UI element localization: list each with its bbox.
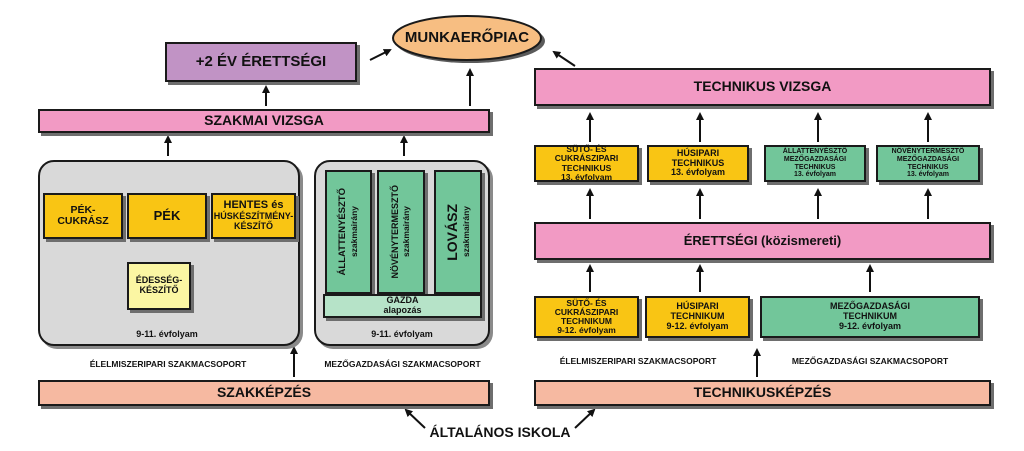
tech-top-allattenyeszto: ÁLLATTENYÉSZTŐ MEZŐGAZDASÁGI TECHNIKUS 1…: [764, 145, 866, 182]
tech-top-sutoipari-1: SÜTŐ- ÉS CUKRÁSZIPARI: [554, 144, 619, 164]
tech-bottom-mezogazdasagi-1: MEZŐGAZDASÁGI: [830, 301, 910, 312]
plus2-matura-box: +2 ÉV ÉRETTSÉGI: [165, 42, 357, 82]
tech-bottom-husipari-1: HÚSIPARI: [676, 301, 719, 312]
tech-top-novenytermeszto-3: TECHNIKUS: [907, 163, 949, 171]
tech-top-sutoipari: SÜTŐ- ÉS CUKRÁSZIPARI TECHNIKUS 13. évfo…: [534, 144, 639, 182]
tech-bottom-sutoipari-1: SÜTŐ- ÉS CUKRÁSZIPARI: [554, 297, 619, 317]
edesseg-box: ÉDESSÉG- KÉSZÍTŐ: [127, 262, 191, 310]
tech-bottom-husipari-2: TECHNIKUM: [670, 311, 725, 322]
novenytermeszto-box: NÖVÉNYTERMESZTŐ szakmairány: [377, 170, 425, 294]
tech-top-husipari: HÚSIPARI TECHNIKUS 13. évfolyam: [647, 145, 749, 182]
trade-exam-label: SZAKMAI VIZSGA: [204, 112, 324, 129]
tech-top-sutoipari-2: TECHNIKUS: [561, 162, 612, 173]
labor-market-ellipse-fill: [392, 15, 542, 61]
tech-bottom-husipari-3: 9-12. évfolyam: [666, 320, 729, 331]
pek-cukrasz-box: PÉK-CUKRÁSZ: [43, 193, 123, 239]
edesseg-label-1: ÉDESSÉG-: [135, 275, 183, 286]
tech-top-allattenyeszto-2: MEZŐGAZDASÁGI: [783, 155, 847, 163]
food-grade-label: 9-11. évfolyam: [136, 329, 198, 339]
lovasz-sub: szakmairány: [460, 206, 471, 258]
technician-exam-label: TECHNIKUS VIZSGA: [693, 78, 832, 95]
tech-bottom-mezogazdasagi-3: 9-12. évfolyam: [838, 320, 902, 331]
tech-food-group-label: ÉLELMISZERIPARI SZAKMACSOPORT: [559, 356, 717, 366]
arrow-school-to-szakkepzes: [404, 408, 426, 429]
hentes-label-3: KÉSZÍTŐ: [233, 220, 273, 231]
matura-bar: ÉRETTSÉGI (közismereti): [534, 222, 991, 260]
gazda-label-2: alapozás: [383, 305, 422, 315]
tech-bottom-sutoipari-3: 9-12. évfolyam: [557, 325, 616, 336]
trade-exam-bar: SZAKMAI VIZSGA: [38, 109, 490, 133]
tech-top-husipari-1: HÚSIPARI: [676, 147, 720, 158]
novenytermeszto-label: NÖVÉNYTERMESZTŐ: [389, 185, 400, 279]
novenytermeszto-sub: szakmairány: [401, 206, 412, 258]
tech-top-sutoipari-3: 13. évfolyam: [560, 171, 613, 182]
tech-top-husipari-3: 13. évfolyam: [670, 167, 726, 178]
pek-label: PÉK: [153, 207, 181, 223]
hentes-box: HENTES és HÚSKÉSZÍTMÉNY- KÉSZÍTŐ: [211, 193, 296, 239]
agri-grade-label: 9-11. évfolyam: [371, 329, 433, 339]
technikuskepzes-label: TECHNIKUSKÉPZÉS: [693, 384, 832, 401]
food-group-label: ÉLELMISZERIPARI SZAKMACSOPORT: [89, 359, 247, 369]
allattenyeszto-label: ÁLLATTENYÉSZTŐ: [336, 188, 348, 276]
tech-agri-group-label: MEZŐGAZDASÁGI SZAKMACSOPORT: [791, 356, 949, 366]
tech-top-novenytermeszto: NÖVÉNYTERMESZTŐ MEZŐGAZDASÁGI TECHNIKUS …: [876, 145, 980, 182]
tech-top-novenytermeszto-1: NÖVÉNYTERMESZTŐ: [891, 148, 965, 156]
tech-top-allattenyeszto-1: ÁLLATTENYÉSZTŐ: [782, 148, 848, 156]
gazda-box: GAZDA alapozás: [323, 294, 482, 318]
gazda-label-1: GAZDA: [386, 295, 419, 306]
lovasz-label: LOVÁSZ: [443, 203, 460, 261]
lovasz-box: LOVÁSZ szakmairány: [434, 170, 482, 294]
tech-bottom-mezogazdasagi: MEZŐGAZDASÁGI TECHNIKUM 9-12. évfolyam: [760, 296, 980, 338]
technikuskepzes-bar: TECHNIKUSKÉPZÉS: [534, 380, 991, 406]
hentes-label-2: HÚSKÉSZÍTMÉNY-: [213, 211, 294, 222]
szakkepzes-label: SZAKKÉPZÉS: [216, 384, 312, 401]
pek-box: PÉK: [127, 193, 207, 239]
hentes-label-1: HENTES és: [223, 199, 284, 212]
szakkepzes-bar: SZAKKÉPZÉS: [38, 380, 490, 406]
tech-top-novenytermeszto-2: MEZŐGAZDASÁGI: [896, 155, 960, 163]
arrow-plus2-to-market: [369, 49, 392, 61]
general-school-label: ÁLTALÁNOS ISKOLA: [429, 424, 571, 440]
matura-label: ÉRETTSÉGI (közismereti): [683, 232, 842, 248]
food-industry-panel: [38, 160, 300, 346]
agri-group-label: MEZŐGAZDASÁGI SZAKMACSOPORT: [324, 359, 481, 369]
plus2-matura-label: +2 ÉV ÉRETTSÉGI: [195, 52, 327, 70]
tech-bottom-mezogazdasagi-2: TECHNIKUM: [843, 311, 897, 322]
pek-cukrasz-label: PÉK-CUKRÁSZ: [57, 203, 109, 227]
arrow-technikus-to-market: [552, 50, 576, 67]
tech-bottom-sutoipari-2: TECHNIKUM: [561, 316, 612, 326]
tech-top-allattenyeszto-4: 13. évfolyam: [793, 171, 837, 179]
labor-market-label: MUNKAERŐPIAC: [404, 29, 530, 46]
tech-top-novenytermeszto-4: 13. évfolyam: [906, 171, 950, 179]
tech-bottom-sutoipari: SÜTŐ- ÉS CUKRÁSZIPARI TECHNIKUM 9-12. év…: [534, 296, 639, 338]
tech-top-allattenyeszto-3: TECHNIKUS: [794, 163, 836, 171]
edesseg-label-2: KÉSZÍTŐ: [139, 285, 179, 295]
tech-bottom-husipari: HÚSIPARI TECHNIKUM 9-12. évfolyam: [645, 296, 750, 338]
tech-top-husipari-2: TECHNIKUS: [671, 157, 725, 168]
allattenyeszto-sub: szakmairány: [349, 206, 360, 258]
arrow-school-to-technikus: [574, 408, 596, 429]
technician-exam-bar: TECHNIKUS VIZSGA: [534, 68, 991, 106]
allattenyeszto-box: ÁLLATTENYÉSZTŐ szakmairány: [325, 170, 372, 294]
